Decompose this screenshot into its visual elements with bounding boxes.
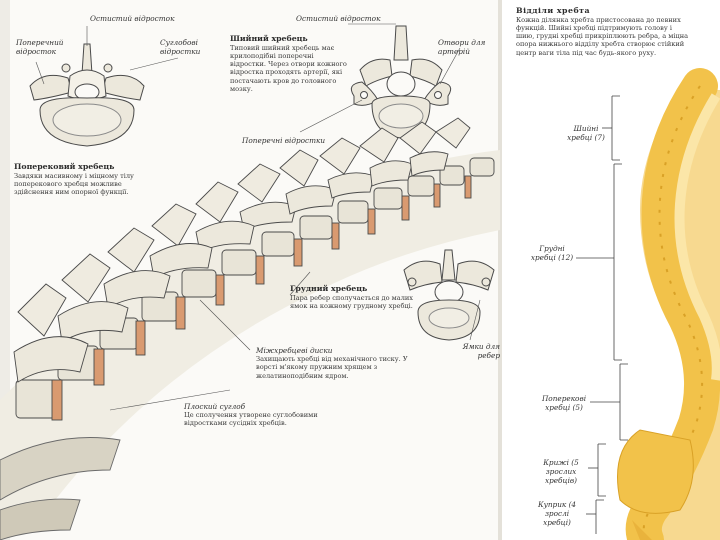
- label-coccyx: Куприк (4 зрослі хребці): [537, 500, 577, 528]
- cervical-title: Шийний хребець: [230, 34, 308, 43]
- label-rib-pits: Ямки для ребер: [462, 342, 500, 361]
- cervical-vertebra-illustration: [350, 25, 452, 139]
- label-transverse-left: Поперечний відросток: [16, 38, 64, 57]
- cervical-block: Шийний хребець Типовий шийний хребець ма…: [230, 34, 350, 93]
- full-spine-illustration: [617, 68, 720, 540]
- discs-block: Міжхребцеві диски Захищають хребці від м…: [256, 346, 426, 380]
- label-transverse-center: Поперечні відростки: [242, 136, 326, 145]
- section-brackets: [576, 95, 628, 534]
- label-articular: Суглобові відростки: [160, 38, 201, 57]
- discs-title: Міжхребцеві диски: [256, 346, 333, 355]
- thoracic-block: Грудний хребець Пара ребер сполучається …: [290, 284, 420, 310]
- thoracic-vertebra-illustration: [403, 249, 495, 341]
- thoracic-text: Пара ребер сполучається до малих ямок на…: [290, 293, 414, 310]
- thoracic-title: Грудний хребець: [290, 284, 368, 293]
- flat-joint-text: Це сполучення утворене суглобовими відро…: [184, 411, 318, 428]
- label-cervical-count: Шийні хребці (7): [567, 124, 605, 143]
- sections-title: Відділи хребта: [516, 6, 591, 15]
- flat-joint-block: Плоский суглоб Це сполучення утворене су…: [184, 402, 334, 428]
- label-spinous-left: Остистий відросток: [90, 14, 175, 23]
- label-sacrum: Крижі (5 зрослих хребців): [543, 458, 579, 486]
- sections-block: Відділи хребта Кожна ділянка хребта прис…: [516, 6, 692, 57]
- lumbar-title: Поперековий хребець: [14, 162, 115, 171]
- sections-text: Кожна ділянка хребта пристосована до пев…: [516, 15, 689, 57]
- label-thoracic-count: Грудні хребці (12): [530, 244, 574, 263]
- lumbar-text: Завдяки масивному і міцному тілу поперек…: [14, 171, 134, 197]
- flat-joint-title: Плоский суглоб: [184, 402, 246, 411]
- spine-section-illustration: [0, 117, 500, 540]
- lumbar-vertebra-illustration: [29, 43, 145, 147]
- leader-lines: [35, 23, 481, 411]
- page-gutter: [0, 0, 10, 540]
- page-fold: [498, 0, 502, 540]
- label-lumbar-count: Поперекові хребці (5): [541, 394, 587, 413]
- label-spinous-center: Остистий відросток: [296, 14, 381, 23]
- discs-text: Захищають хребці від механічного тиску. …: [256, 355, 408, 380]
- label-artery-holes: Отвори для артерій: [438, 38, 486, 57]
- cervical-text: Типовий шийний хребець має крилоподібні …: [230, 43, 347, 93]
- lumbar-block: Поперековий хребець Завдяки масивному і …: [14, 162, 150, 196]
